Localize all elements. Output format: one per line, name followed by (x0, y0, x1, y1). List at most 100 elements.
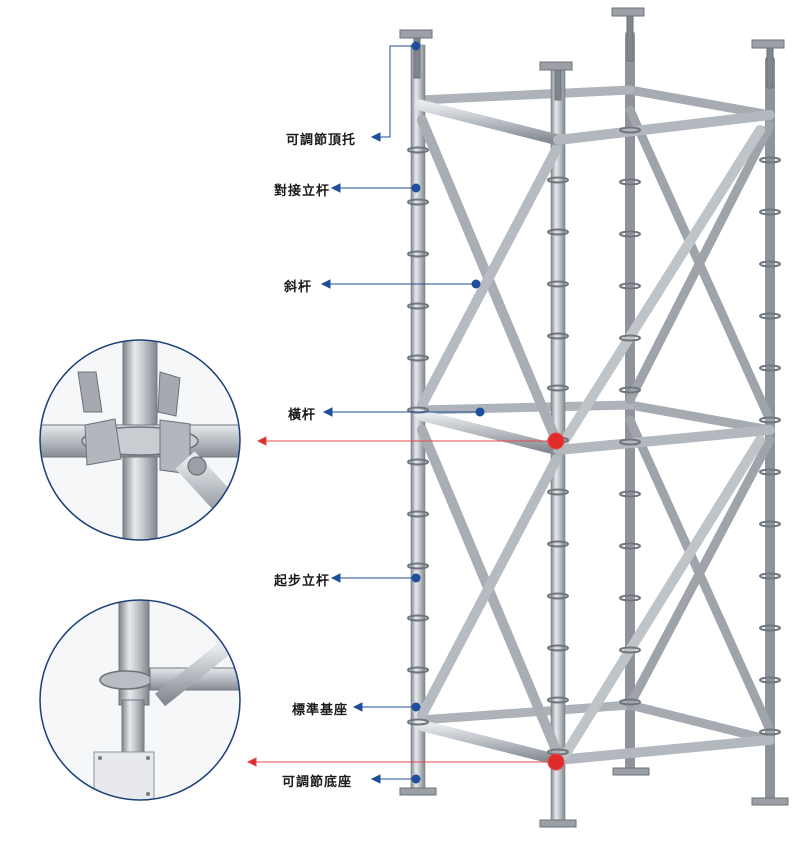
label-diagonal-brace: 斜杆 (284, 280, 313, 295)
rosette-ring (547, 644, 569, 652)
back-ledger-bottom (625, 700, 775, 745)
detail-base-plate (93, 751, 155, 800)
detail-base-border (39, 599, 241, 801)
top-jack-plate-back-left (611, 7, 645, 17)
top-jack-plate-left (399, 29, 433, 39)
rosette-ring (547, 228, 569, 236)
rosette-ring (759, 364, 781, 372)
top-jack-plate-right (539, 61, 573, 71)
rosette-ring (759, 208, 781, 216)
rosette-ring (759, 260, 781, 268)
dot-ledger (475, 407, 485, 417)
rosette-ring (547, 384, 569, 392)
callout-lines (320, 45, 480, 784)
top-jack-screw-right (554, 69, 562, 101)
rosette-ring (619, 438, 641, 446)
label-starter-standard: 起步立杆 (274, 574, 331, 589)
red-arrow-base (246, 757, 257, 767)
detail-joint-pin (187, 456, 207, 476)
rosette-ring (407, 562, 429, 570)
rosette-ring (759, 416, 781, 424)
dot-vertical-standard (411, 183, 421, 193)
rosette-ring (619, 282, 641, 290)
detail-joint (40, 340, 240, 540)
right-ledger-mid (553, 425, 775, 455)
label-base-collar: 標準基座 (292, 703, 349, 718)
back-diagonal-lower-b (625, 435, 775, 710)
rosette-ring (407, 614, 429, 622)
rosette-ring (619, 542, 641, 550)
callout-arrow-starter (330, 573, 341, 583)
rosette-ring (619, 334, 641, 342)
rosette-ring (547, 176, 569, 184)
rosette-ring (759, 572, 781, 580)
rosette-ring (407, 146, 429, 154)
rosette-ring (759, 468, 781, 476)
right-diagonal-upper (560, 125, 765, 445)
dot-starter (411, 573, 421, 583)
rosette-ring (407, 458, 429, 466)
base-plate-left (399, 787, 437, 796)
rosette-ring (759, 156, 781, 164)
callout-arrow-base-collar (352, 702, 363, 712)
detail-base (40, 600, 240, 800)
dot-base-jack (411, 774, 421, 784)
rosette-ring (759, 520, 781, 528)
top-jack-screw-back-right (766, 47, 774, 89)
top-jack-plate-back-right (751, 39, 785, 49)
rosette-ring (407, 354, 429, 362)
base-plate-back-left (612, 767, 650, 776)
label-base-jack: 可調節底座 (282, 775, 353, 790)
callout-line-top-jack (378, 45, 416, 138)
right-diagonal-lower (560, 435, 765, 760)
red-arrow-joint (256, 436, 267, 446)
rosette-ring (619, 594, 641, 602)
rosette-ring (547, 488, 569, 496)
side-ledger-mid-left (415, 400, 635, 415)
label-top-jack: 可調節頂托 (286, 133, 357, 148)
base-jacks (399, 767, 789, 828)
rosette-ring (759, 312, 781, 320)
rosette-ring (619, 386, 641, 394)
detail-joint-coupler-left (84, 418, 122, 466)
base-plate-back-right (751, 797, 789, 806)
rosette-ring (547, 592, 569, 600)
rosette-ring (407, 510, 429, 518)
red-callouts (246, 432, 565, 771)
label-ledger: 橫杆 (288, 408, 317, 423)
front-diagonal-upper-b (417, 145, 561, 410)
rosette-ring (547, 696, 569, 704)
rosette-ring (407, 198, 429, 206)
right-ledger-bottom (553, 735, 775, 765)
dot-diagonal (471, 279, 481, 289)
rosette-ring (759, 624, 781, 632)
top-jacks (399, 7, 785, 101)
rosette-ring (407, 302, 429, 310)
red-dot-joint (547, 432, 565, 450)
front-diagonal-lower-b (417, 455, 561, 720)
callout-arrow-ledger (322, 407, 333, 417)
front-ledger-top (414, 99, 564, 146)
detail-joint-wedge-right (157, 371, 181, 417)
dot-base-collar (411, 702, 421, 712)
rosette-ring (759, 728, 781, 736)
rosette-ring (619, 230, 641, 238)
callout-arrow-vertical-standard (330, 183, 341, 193)
rosette-ring (407, 250, 429, 258)
rosette-ring (619, 646, 641, 654)
top-jack-screw-left (413, 37, 421, 79)
rosette-ring (407, 666, 429, 674)
callout-dots (411, 41, 485, 784)
base-plate-right (539, 819, 577, 828)
rosette-ring (547, 280, 569, 288)
rosette-ring (619, 178, 641, 186)
top-jack-screw-back-left (626, 15, 634, 62)
detail-base-rosette (99, 670, 153, 690)
front-frame (410, 44, 775, 826)
rosette-ring (407, 718, 429, 726)
detail-joint-wedge-left (77, 371, 103, 413)
back-ledger-top (625, 85, 775, 120)
front-ledger-bottom (414, 719, 564, 766)
rosette-ring (547, 332, 569, 340)
back-diagonal-upper-b (625, 120, 775, 405)
